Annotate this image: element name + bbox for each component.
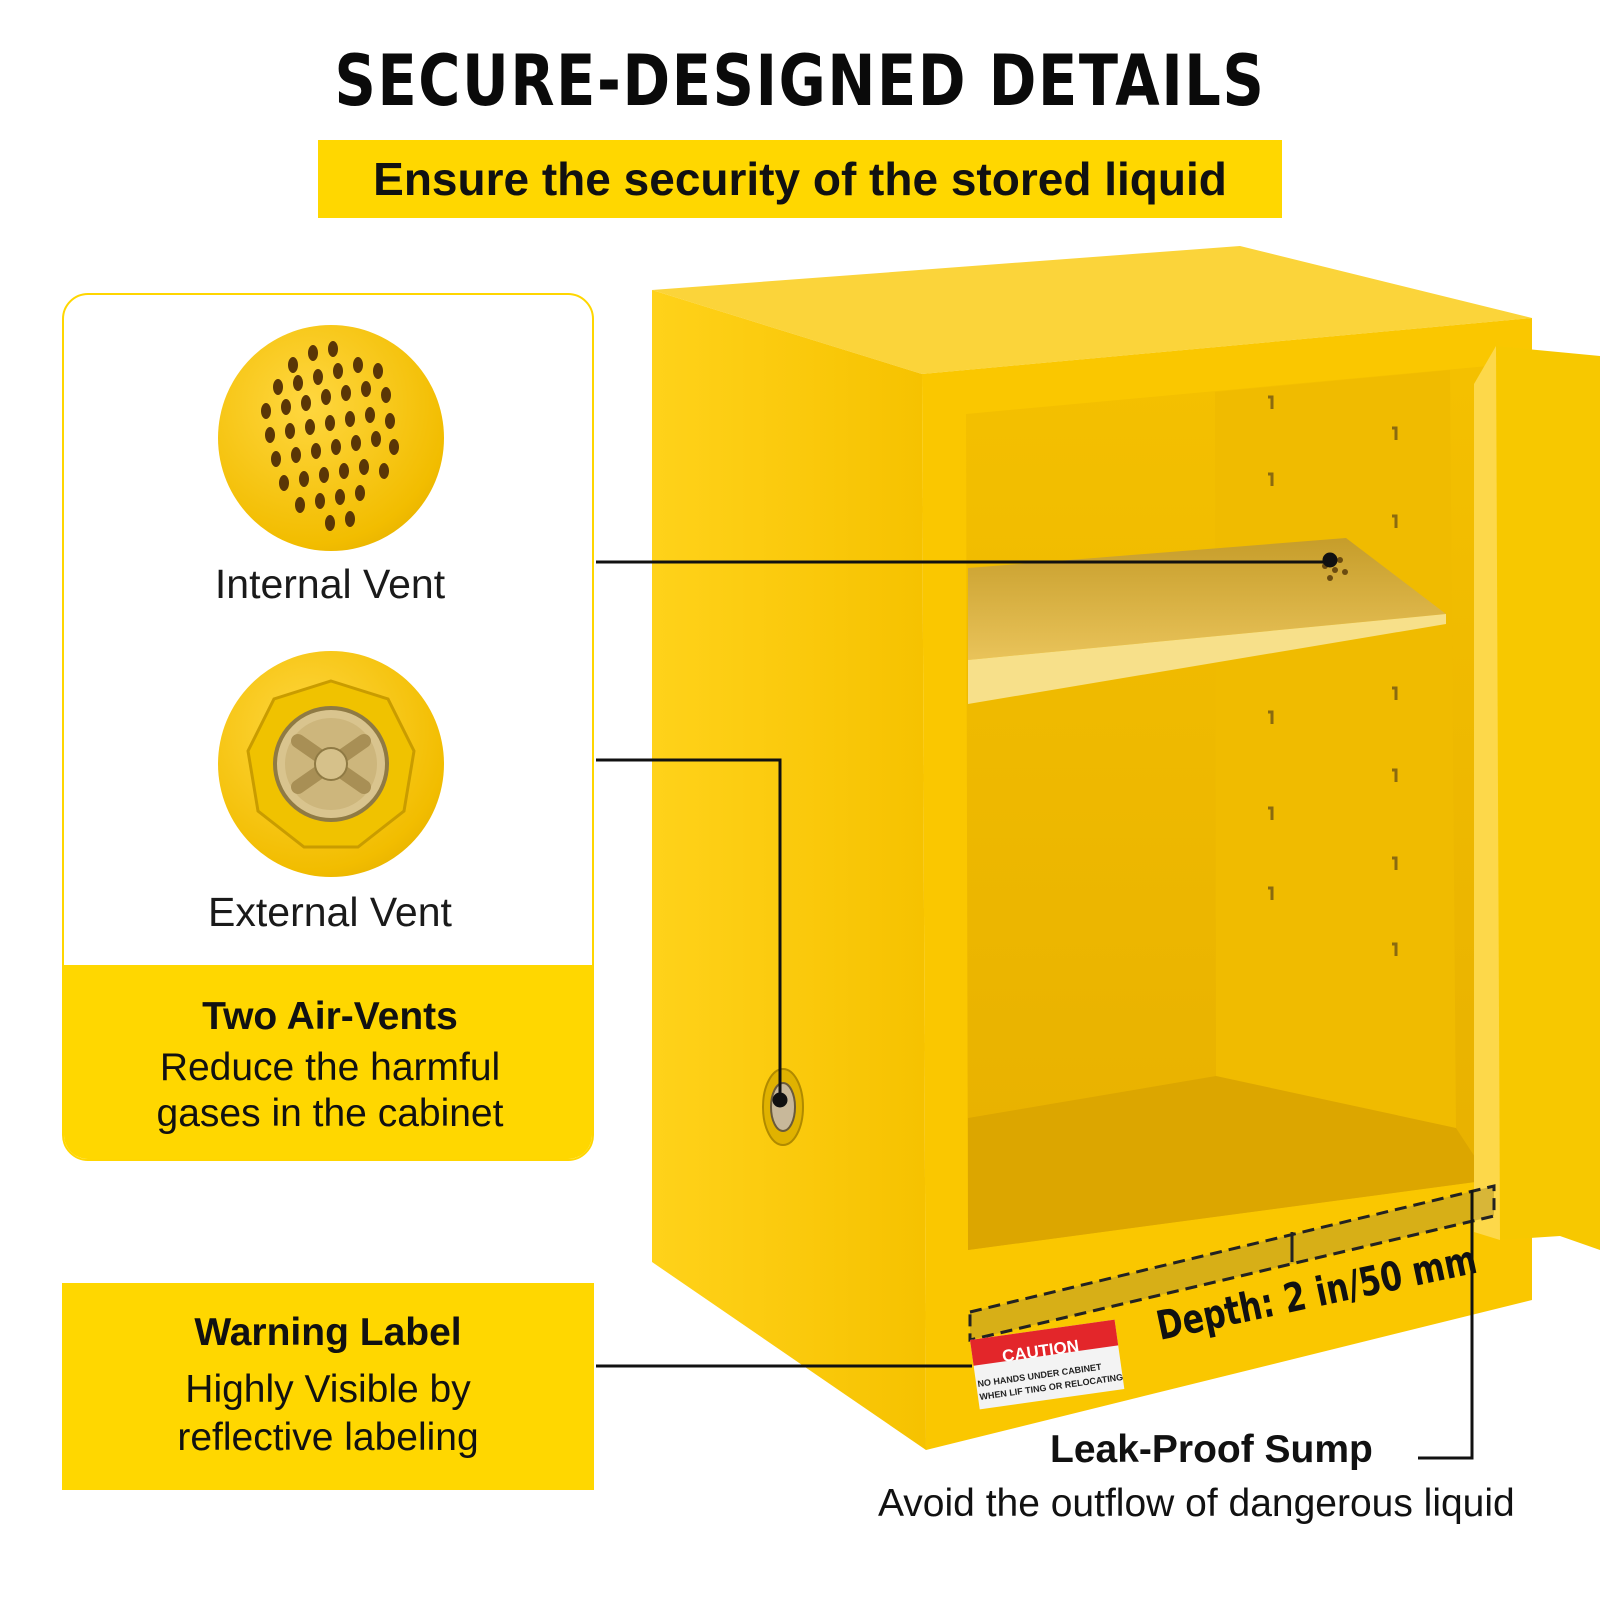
callout-line-sump [1418,1190,1474,1460]
cabinet-top [652,246,1532,374]
page-title: SECURE-DESIGNED DETAILS [334,40,1266,122]
vent-holes-icon [261,341,399,531]
external-vent-cap-icon [246,679,416,849]
subtitle-text: Ensure the security of the stored liquid [373,153,1227,205]
vents-feature-band: Two Air-Vents Reduce the harmful gases i… [64,965,592,1159]
cabinet-side [652,290,926,1450]
cabinet-door [1496,346,1600,1250]
internal-vent-caption: Internal Vent [214,561,446,607]
sump-outline [968,1184,1496,1342]
external-vent-side [762,1068,804,1146]
sump-title: Leak-Proof Sump [1050,1428,1373,1471]
warning-title: Warning Label [194,1311,462,1354]
vents-feature-line2: gases in the cabinet [156,1092,504,1135]
internal-vent-image [218,325,444,551]
caution-sticker [970,1319,1125,1410]
callout-line-external-vent [596,758,782,1100]
sump-description: Avoid the outflow of dangerous liquid [878,1482,1515,1525]
vents-feature-card: Internal Vent External Vent Two Air-Vent… [62,293,594,1161]
warning-line1: Highly Visible by [185,1368,471,1411]
vents-feature-line1: Reduce the harmful [159,1046,501,1089]
subtitle-banner: Ensure the security of the stored liquid [318,140,1282,218]
warning-label-card: Warning Label Highly Visible by reflecti… [62,1283,594,1490]
warning-line2: reflective labeling [177,1416,479,1459]
external-vent-caption: External Vent [208,889,452,935]
external-vent-image [218,651,444,877]
vents-feature-title: Two Air-Vents [202,995,458,1038]
